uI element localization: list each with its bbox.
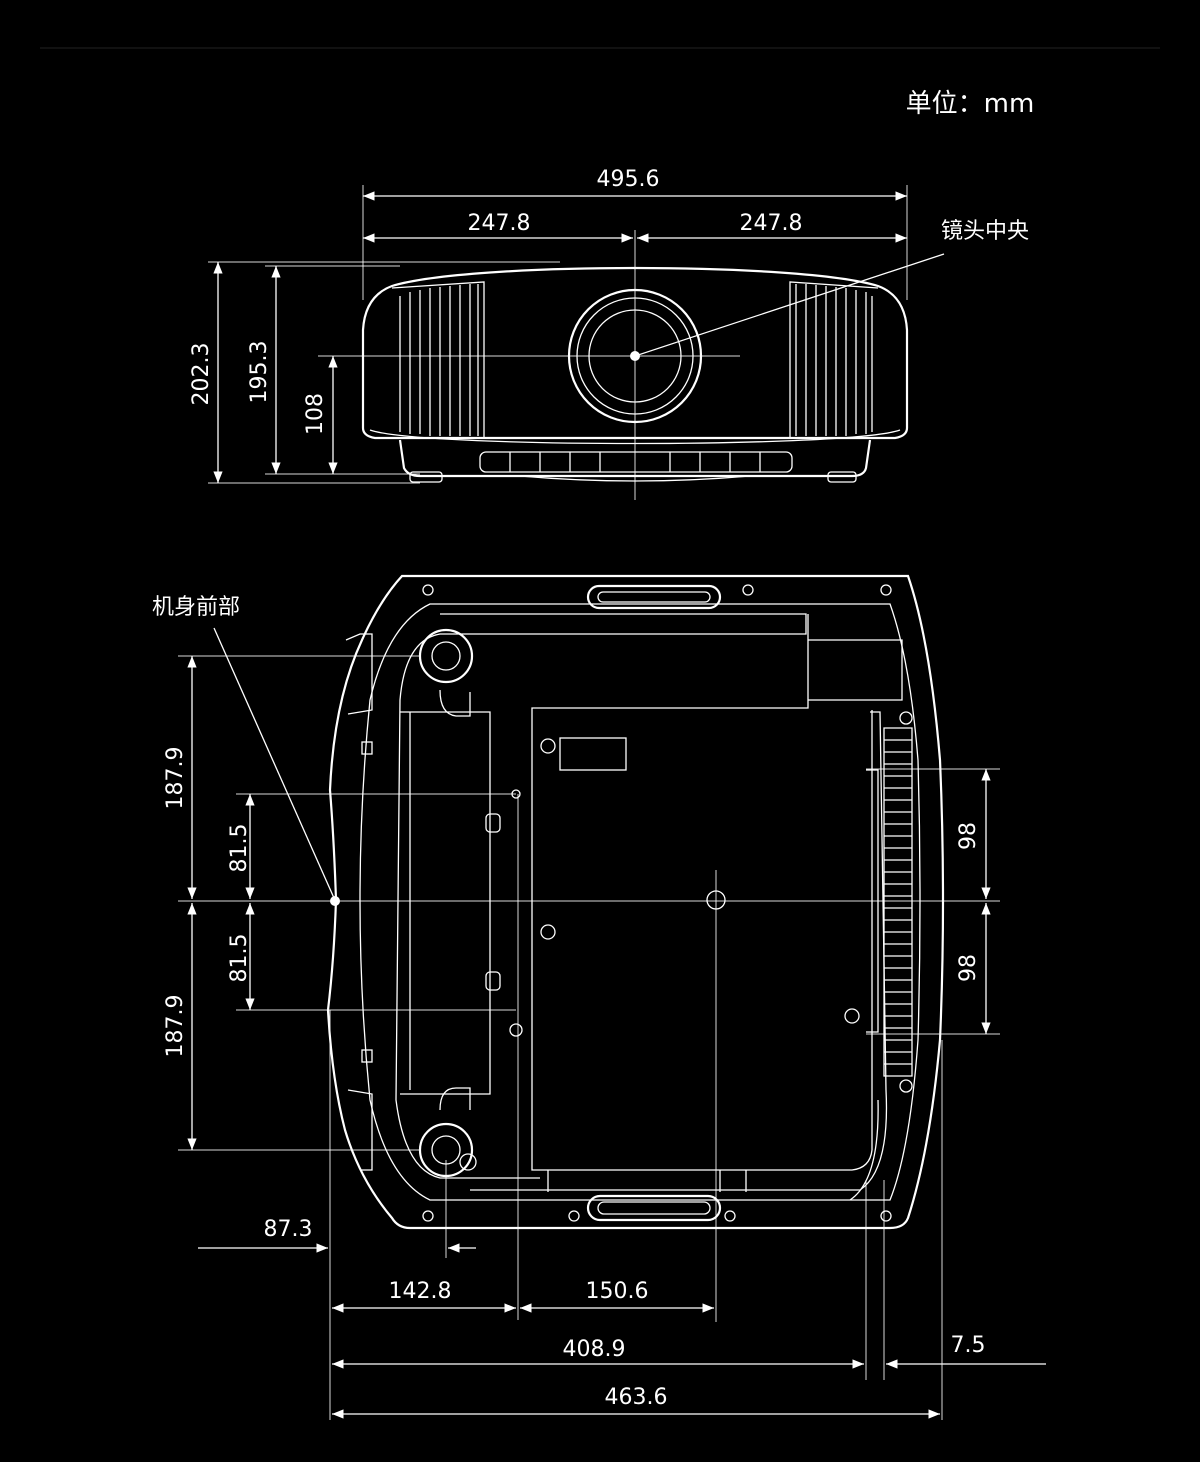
unit-label: 单位：mm <box>906 89 1035 119</box>
right-grill <box>866 727 913 1077</box>
dim-inner-upper: 81.5 <box>227 824 252 873</box>
dim-right-lower: 98 <box>956 954 981 982</box>
dim-half-right: 247.8 <box>740 211 803 236</box>
label-plate <box>559 737 627 771</box>
dim-inner-lower: 81.5 <box>227 934 252 983</box>
front-view: 495.6 247.8 247.8 202.3 195.3 108 <box>189 167 1029 500</box>
dim-7: 7.5 <box>951 1333 986 1358</box>
dim-right-upper: 98 <box>956 822 981 850</box>
dim-left-upper: 187.9 <box>163 747 188 810</box>
dim-foot-offset: 87.3 <box>264 1217 313 1242</box>
dim-height-total: 202.3 <box>189 343 214 406</box>
projector-bottom-body <box>326 574 945 1230</box>
front-marker-dot <box>330 896 340 906</box>
dim-408: 408.9 <box>563 1337 626 1362</box>
top-handle <box>586 584 722 610</box>
bottom-view: 187.9 187.9 81.5 81.5 98 98 机身前部 87.3 14… <box>152 574 1046 1420</box>
dim-half-left: 247.8 <box>468 211 531 236</box>
lens-glass <box>588 309 682 403</box>
lens-callout-line <box>634 253 945 357</box>
lens-outer-ring <box>567 288 703 424</box>
dim-height-body: 195.3 <box>247 341 272 404</box>
dim-left-lower: 187.9 <box>163 995 188 1058</box>
foot-front-left <box>418 628 474 684</box>
front-vent-slots <box>479 451 793 473</box>
projector-front-base <box>398 439 872 478</box>
right-louvres <box>789 281 879 439</box>
dim-150: 150.6 <box>586 1279 649 1304</box>
left-louvres <box>391 281 485 439</box>
dim-463: 463.6 <box>605 1385 668 1410</box>
projector-front-body <box>361 266 909 440</box>
dim-142: 142.8 <box>389 1279 452 1304</box>
dim-height-lens: 108 <box>303 393 328 435</box>
lens-center-label: 镜头中央 <box>941 219 1029 244</box>
dim-width-total: 495.6 <box>597 167 660 192</box>
bottom-handle <box>586 1194 722 1222</box>
front-label: 机身前部 <box>152 595 240 620</box>
front-callout-line <box>213 627 335 899</box>
